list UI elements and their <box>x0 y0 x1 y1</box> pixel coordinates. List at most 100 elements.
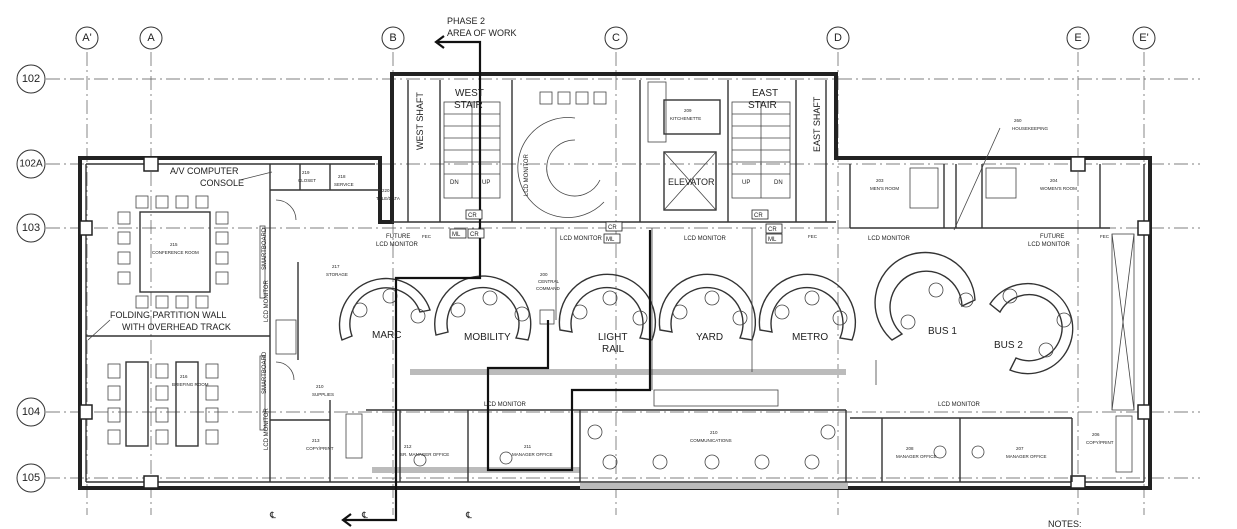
copy-print-2-number: 206 <box>1092 432 1100 437</box>
future-lcd-label-2: LCD MONITOR <box>1028 242 1071 248</box>
phase-2-boundary <box>87 35 1001 527</box>
cr-tag: CR <box>754 213 763 219</box>
ml-tag: ML <box>606 237 615 243</box>
console-workstations <box>338 228 1074 390</box>
grid-bubble-102: 102 <box>16 64 46 94</box>
smartboard-label: SMARTBOARD <box>262 351 268 394</box>
manager-office-2-label: MANAGER OFFICE <box>896 454 937 459</box>
copy-print-2-label: COPY/PRINT <box>1086 440 1114 445</box>
fec-label: FEC <box>1100 234 1110 239</box>
future-lcd-label: FUTURE <box>386 234 410 240</box>
centerline-symbol: ℄ <box>465 510 472 520</box>
svg-text:102: 102 <box>22 73 40 85</box>
lcd-monitor-label: LCD MONITOR <box>938 402 981 408</box>
svg-text:A': A' <box>82 32 91 44</box>
closet-number: 219 <box>302 170 310 175</box>
lower-offices <box>366 369 985 489</box>
up-label: UP <box>482 180 490 186</box>
drawing-labels: PHASE 2 AREA OF WORK A/V COMPUTER CONSOL… <box>110 16 1114 529</box>
folding-partition-label: FOLDING PARTITION WALL <box>110 310 226 320</box>
ml-tag: ML <box>768 237 777 243</box>
housekeeping-label: HOUSEKEEPING <box>1012 126 1049 131</box>
smartboard-label: SMARTBOARD <box>262 227 268 270</box>
svg-text:E': E' <box>1139 32 1148 44</box>
console-yard-label: YARD <box>696 332 723 343</box>
communications-label: COMMUNICATIONS <box>690 438 732 443</box>
up-label: UP <box>742 180 750 186</box>
svg-text:103: 103 <box>22 222 40 234</box>
left-wing <box>86 164 380 482</box>
lcd-monitor-label: LCD MONITOR <box>684 236 727 242</box>
lcd-monitor-core-label: LCD MONITOR <box>524 153 530 196</box>
equipment-tags: CR ML CR CR ML CR CR ML <box>449 209 783 244</box>
grid-bubble-a: A <box>139 26 163 50</box>
grid-bubble-e: E <box>1066 26 1090 50</box>
av-console-label-2: CONSOLE <box>200 178 244 188</box>
kitchenette-number: 209 <box>684 108 692 113</box>
grid-bubble-e-prime: E' <box>1132 26 1156 50</box>
console-marc-label: MARC <box>372 330 401 341</box>
east-shaft-label: EAST SHAFT <box>812 96 822 152</box>
cr-tag: CR <box>768 227 777 233</box>
lcd-monitor-ll-label: LCD MONITOR <box>264 407 270 450</box>
centerline-symbol: ℄ <box>361 510 368 520</box>
copy-print-label: COPY/PRINT <box>306 446 334 451</box>
housekeeping-number: 260 <box>1014 118 1022 123</box>
svg-text:C: C <box>612 32 620 44</box>
east-stair-label-2: STAIR <box>748 100 777 111</box>
sr-manager-number: 212 <box>404 444 412 449</box>
closet-label: CLOSET <box>298 178 316 183</box>
building-walls <box>78 72 1152 490</box>
svg-text:E: E <box>1074 32 1081 44</box>
conference-number: 215 <box>170 242 178 247</box>
cr-tag: CR <box>468 213 477 219</box>
av-console-label: A/V COMPUTER <box>170 166 239 176</box>
womens-room-number: 204 <box>1050 178 1058 183</box>
teledata-label: TELE/DATA <box>376 196 400 201</box>
area-of-work-label: AREA OF WORK <box>447 28 517 38</box>
supplies-label: SUPPLIES <box>312 392 334 397</box>
mens-room-number: 203 <box>876 178 884 183</box>
dn-label: DN <box>450 180 459 186</box>
grid-bubble-103: 103 <box>16 213 46 243</box>
communications-number: 210 <box>710 430 718 435</box>
svg-text:104: 104 <box>22 406 40 418</box>
west-stair-label: WEST <box>455 88 484 99</box>
supplies-number: 210 <box>316 384 324 389</box>
future-lcd-label-2: LCD MONITOR <box>376 242 419 248</box>
copy-print-number: 213 <box>312 438 320 443</box>
column-bubbles: A' A B C D E E' <box>75 26 1156 50</box>
phase-2-label: PHASE 2 <box>447 16 485 26</box>
right-wing <box>849 164 1135 482</box>
grid-bubble-105: 105 <box>16 463 46 493</box>
west-shaft-label: WEST SHAFT <box>415 92 425 150</box>
service-label: SERVICE <box>334 182 354 187</box>
storage-label: STORAGE <box>326 272 348 277</box>
manager-office-3-label: MANAGER OFFICE <box>1006 454 1047 459</box>
elevator-label: ELEVATOR <box>668 177 715 187</box>
mens-room-label: MEN'S ROOM <box>870 186 899 191</box>
fec-label: FEC <box>808 234 818 239</box>
briefing-number: 216 <box>180 374 188 379</box>
cr-tag: CR <box>470 232 479 238</box>
manager-office-3-number: 207 <box>1016 446 1024 451</box>
grid-bubble-d: D <box>826 26 850 50</box>
central-command-label-2: COMMAND <box>536 286 560 291</box>
overhead-track-label: WITH OVERHEAD TRACK <box>122 322 231 332</box>
grid-bubble-b: B <box>381 26 405 50</box>
manager-office-2-number: 208 <box>906 446 914 451</box>
future-lcd-label: FUTURE <box>1040 234 1064 240</box>
building-core <box>443 81 791 218</box>
grid-bubble-102a: 102A <box>16 149 46 179</box>
central-command-label: CENTRAL <box>538 279 560 284</box>
manager-office-number: 211 <box>524 444 532 449</box>
cr-tag: CR <box>608 225 617 231</box>
grid-bubble-a-prime: A' <box>75 26 99 50</box>
conference-label: CONFERENCE ROOM <box>152 250 199 255</box>
svg-text:D: D <box>834 32 842 44</box>
console-light-rail-label: LIGHT <box>598 332 627 343</box>
east-stair-label: EAST <box>752 88 778 99</box>
notes-label: NOTES: <box>1048 519 1082 529</box>
briefing-label: BRIEFING ROOM <box>172 382 209 387</box>
kitchenette-label: KITCHENETTE <box>670 116 701 121</box>
